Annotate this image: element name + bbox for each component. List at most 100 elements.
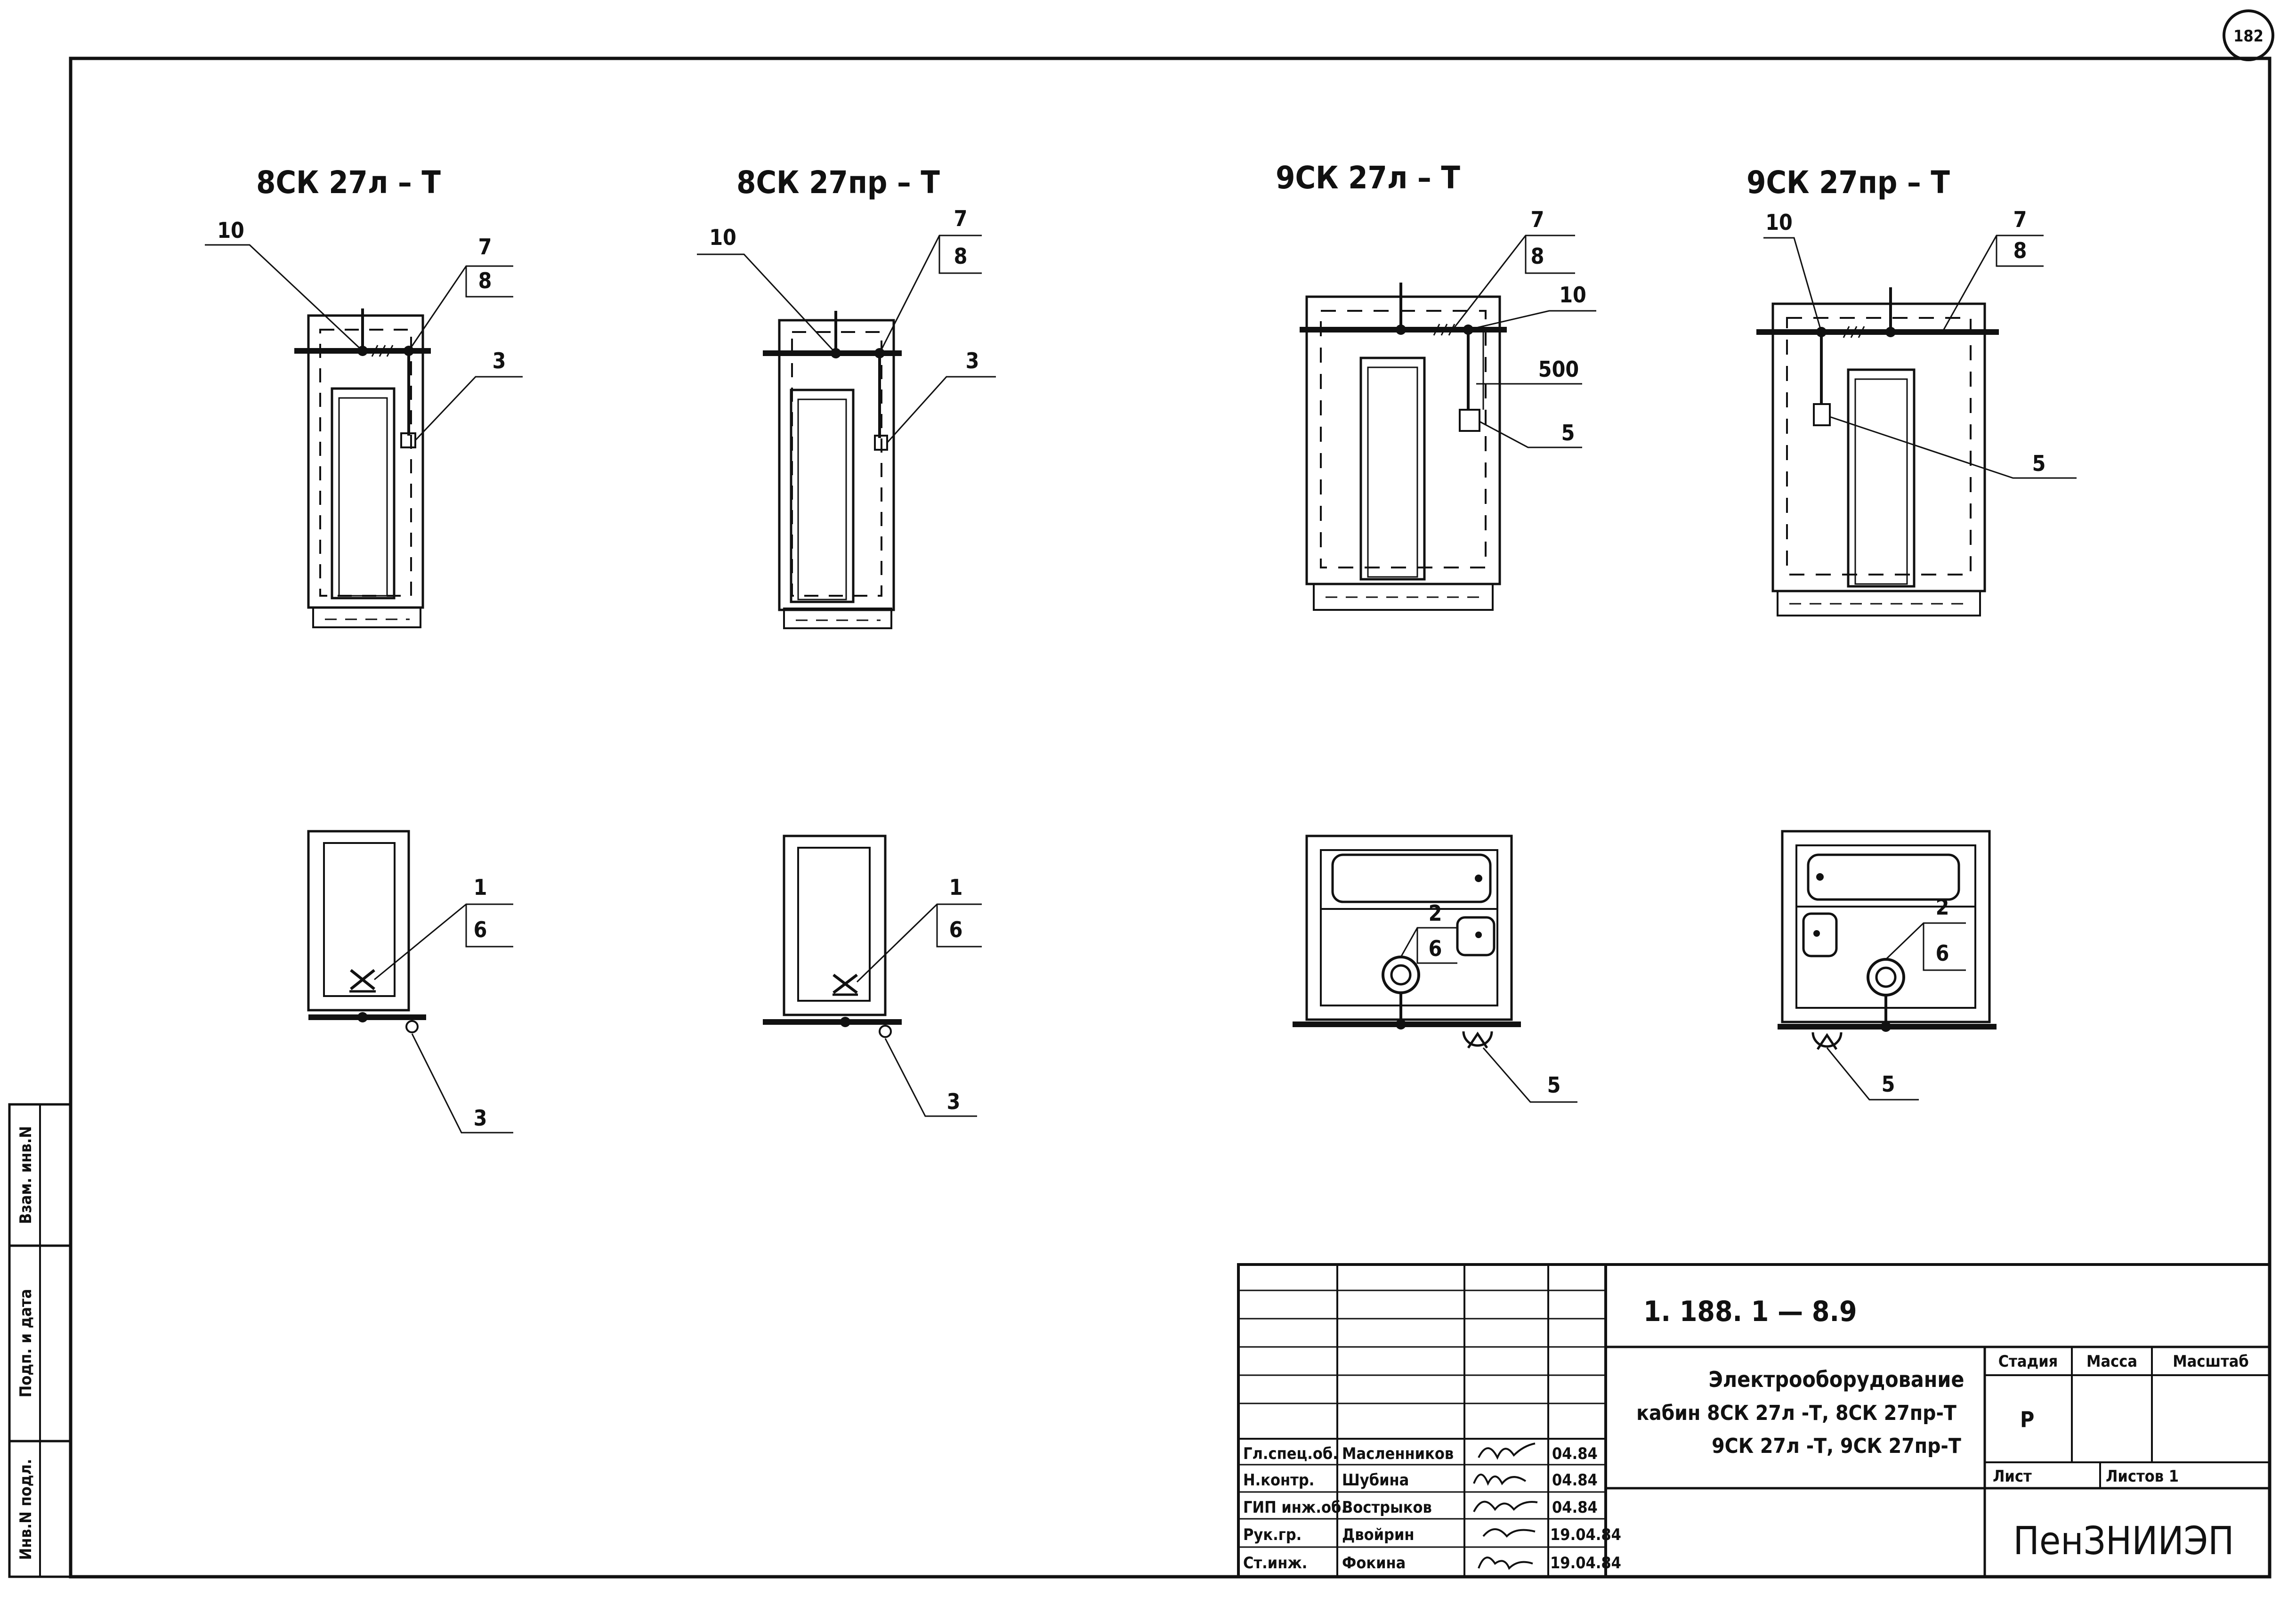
staff-date: 19.04.84 — [1550, 1554, 1621, 1573]
door-inner — [1854, 378, 1908, 585]
side-stamp-label: Инв.N подл. — [16, 1459, 35, 1560]
staff-name: Шубина — [1342, 1471, 1409, 1490]
door-inner — [1367, 366, 1418, 578]
leader-label: 8 — [2013, 238, 2027, 263]
col-scale: Масштаб — [2173, 1352, 2248, 1371]
signature — [1473, 1500, 1538, 1512]
ceiling-lamp-outer — [1867, 958, 1905, 997]
sill — [783, 608, 892, 629]
cabin-section — [1305, 835, 1513, 1021]
cabin-section — [307, 830, 410, 1012]
leader-3 — [414, 376, 523, 441]
hatch-marks — [371, 345, 394, 357]
leader-label: 7 — [954, 206, 968, 231]
staff-date: 04.84 — [1552, 1444, 1598, 1463]
cabin-section-inner — [323, 842, 396, 997]
staff-name: Фокина — [1342, 1554, 1406, 1573]
leader-label: 1 — [474, 875, 487, 900]
view-1: 8СК 27л – Т 10 7 8 3 1 6 3 — [205, 164, 523, 1134]
leader-label: 8 — [1531, 243, 1544, 269]
staff-date: 04.84 — [1552, 1471, 1598, 1490]
title-block-frame — [1237, 1263, 2271, 1578]
leader-label: 5 — [2032, 451, 2046, 476]
leader-7-8 — [1452, 235, 1575, 330]
dim-line — [1476, 330, 1582, 410]
view-4: 9СК 27пр – Т 10 7 8 5 2 6 — [1746, 164, 2077, 1101]
signature — [1478, 1556, 1533, 1570]
view-3: 9СК 27л – Т 500 7 8 10 5 — [1276, 160, 1596, 1103]
side-stamp-label: Подп. и дата — [16, 1289, 35, 1398]
leader-3b — [411, 1033, 513, 1134]
leader-1-6 — [856, 903, 982, 983]
leader-label: 7 — [1531, 207, 1544, 232]
cabin-inner-dashed — [1786, 317, 1972, 576]
staff-name: Двойрин — [1342, 1525, 1415, 1544]
lamp-cross — [350, 969, 375, 990]
leader-label: 5 — [1882, 1071, 1895, 1097]
leader-5 — [1479, 421, 1582, 448]
dimension: 500 — [1538, 357, 1579, 382]
document-title: 9СК 27л -Т, 9СК 27пр-Т — [1712, 1434, 1961, 1458]
door-opening — [331, 387, 396, 600]
sill — [1777, 590, 1981, 616]
leader-5b — [1826, 1047, 1919, 1101]
document-code: 1. 188. 1 — 8.9 — [1643, 1295, 1857, 1328]
leader-label: 6 — [474, 917, 487, 942]
sill — [312, 607, 421, 628]
junction-dot — [1881, 1021, 1891, 1032]
sill — [1313, 583, 1494, 611]
leader-10 — [1468, 310, 1596, 331]
leader-label: 1 — [949, 875, 963, 900]
leader-10 — [1763, 237, 1822, 332]
leader-label: 7 — [478, 234, 492, 259]
cabin-section-inner — [797, 847, 871, 1002]
cabin-outer-wall — [307, 314, 424, 609]
side-stamp-label: Взам. инв.N — [16, 1126, 35, 1224]
switch-symbol — [1811, 1032, 1843, 1050]
cabin-section — [783, 835, 887, 1016]
leader-7-8 — [879, 235, 982, 354]
leader-label: 6 — [1429, 936, 1442, 961]
junction-dot — [1396, 324, 1406, 335]
leader-label: 6 — [949, 917, 963, 942]
leader-2-6 — [1400, 927, 1457, 964]
signature — [1478, 1443, 1536, 1460]
leader-label: 10 — [709, 225, 736, 250]
leader-label: 8 — [954, 243, 968, 269]
signature — [1482, 1528, 1536, 1538]
view-title: 8СК 27л – Т — [256, 164, 441, 201]
leader-label: 10 — [217, 218, 244, 243]
junction-dot — [357, 1012, 368, 1022]
staff-date: 04.84 — [1552, 1498, 1598, 1517]
staff-name: Вострыков — [1342, 1498, 1432, 1517]
ceiling-lamp-outer — [1382, 956, 1420, 994]
drawing-frame — [69, 57, 2272, 1579]
organization: ПенЗНИИЭП — [2013, 1519, 2234, 1564]
hatch-marks — [1433, 324, 1455, 336]
basin-dot — [1475, 932, 1482, 938]
leader-label: 3 — [493, 348, 506, 373]
hatch-marks — [1843, 326, 1865, 338]
basin-dot — [1813, 930, 1820, 937]
leader-label: 10 — [1765, 210, 1793, 235]
cabin-inner-dashed — [791, 331, 882, 597]
door-opening — [1359, 357, 1426, 581]
leader-10 — [697, 253, 837, 354]
document-title: кабин 8СК 27л -Т, 8СК 27пр-Т — [1636, 1401, 1956, 1425]
switch-box — [1459, 409, 1480, 432]
door-opening — [1847, 368, 1916, 588]
door-inner — [338, 397, 388, 597]
sheet-number: 182 — [2233, 27, 2264, 46]
leader-2-6 — [1885, 922, 1966, 971]
bathtub — [1331, 853, 1492, 903]
switch-symbol — [1462, 1031, 1493, 1049]
door-opening — [790, 389, 855, 603]
cabin-outer-wall — [1305, 295, 1501, 585]
cabin-section-inner — [1320, 849, 1498, 1006]
leader-label: 5 — [1547, 1072, 1561, 1098]
outlet-symbol — [879, 1025, 892, 1038]
washbasin — [1456, 916, 1496, 957]
cabin-inner-dashed — [319, 329, 412, 597]
col-mass: Масса — [2086, 1352, 2137, 1371]
junction-dot — [1396, 1019, 1406, 1030]
